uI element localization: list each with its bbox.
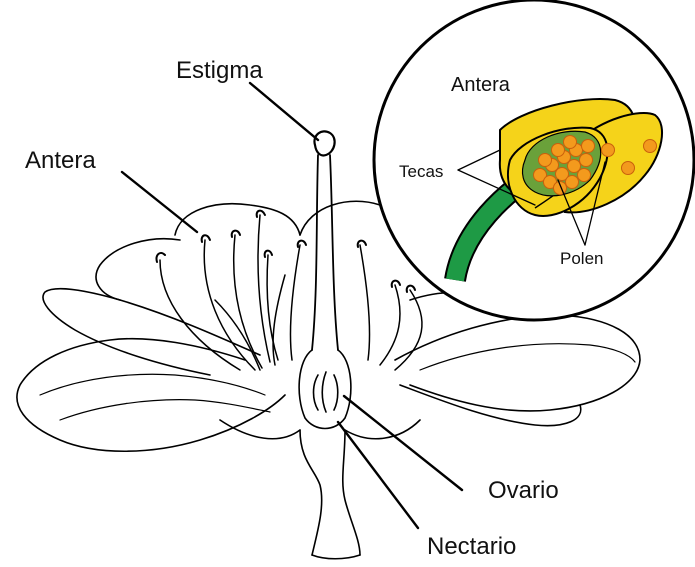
anthers	[157, 211, 415, 292]
nectario-leader	[338, 422, 418, 528]
label-nectario: Nectario	[427, 533, 516, 560]
estigma-leader	[250, 83, 318, 140]
right-petal-vein	[420, 344, 635, 370]
left-petal-vein	[60, 400, 270, 420]
left-petal-vein	[40, 374, 265, 395]
label-ovario: Ovario	[488, 477, 559, 504]
stigma-shape	[314, 131, 334, 155]
stem-left	[300, 430, 322, 555]
ovule	[334, 375, 338, 410]
ovule	[314, 375, 319, 410]
sepal-right	[345, 420, 420, 439]
left-back-petal	[96, 239, 180, 300]
stem-bottom	[312, 555, 360, 559]
antera-leader	[122, 172, 197, 232]
label-antera: Antera	[25, 147, 96, 174]
style-right	[330, 155, 338, 350]
label-tecas: Tecas	[399, 162, 443, 181]
receptacle-right	[300, 201, 380, 235]
left-petal	[17, 339, 285, 452]
style-left	[312, 155, 318, 350]
sepal-left	[220, 420, 300, 439]
anther-detail-inset	[374, 0, 694, 320]
label-estigma: Estigma	[176, 57, 263, 84]
ovary-shape	[299, 350, 351, 429]
ovario-leader	[344, 396, 462, 490]
label-inset-antera: Antera	[451, 74, 511, 96]
label-polen: Polen	[560, 249, 603, 268]
ovule	[322, 372, 326, 412]
